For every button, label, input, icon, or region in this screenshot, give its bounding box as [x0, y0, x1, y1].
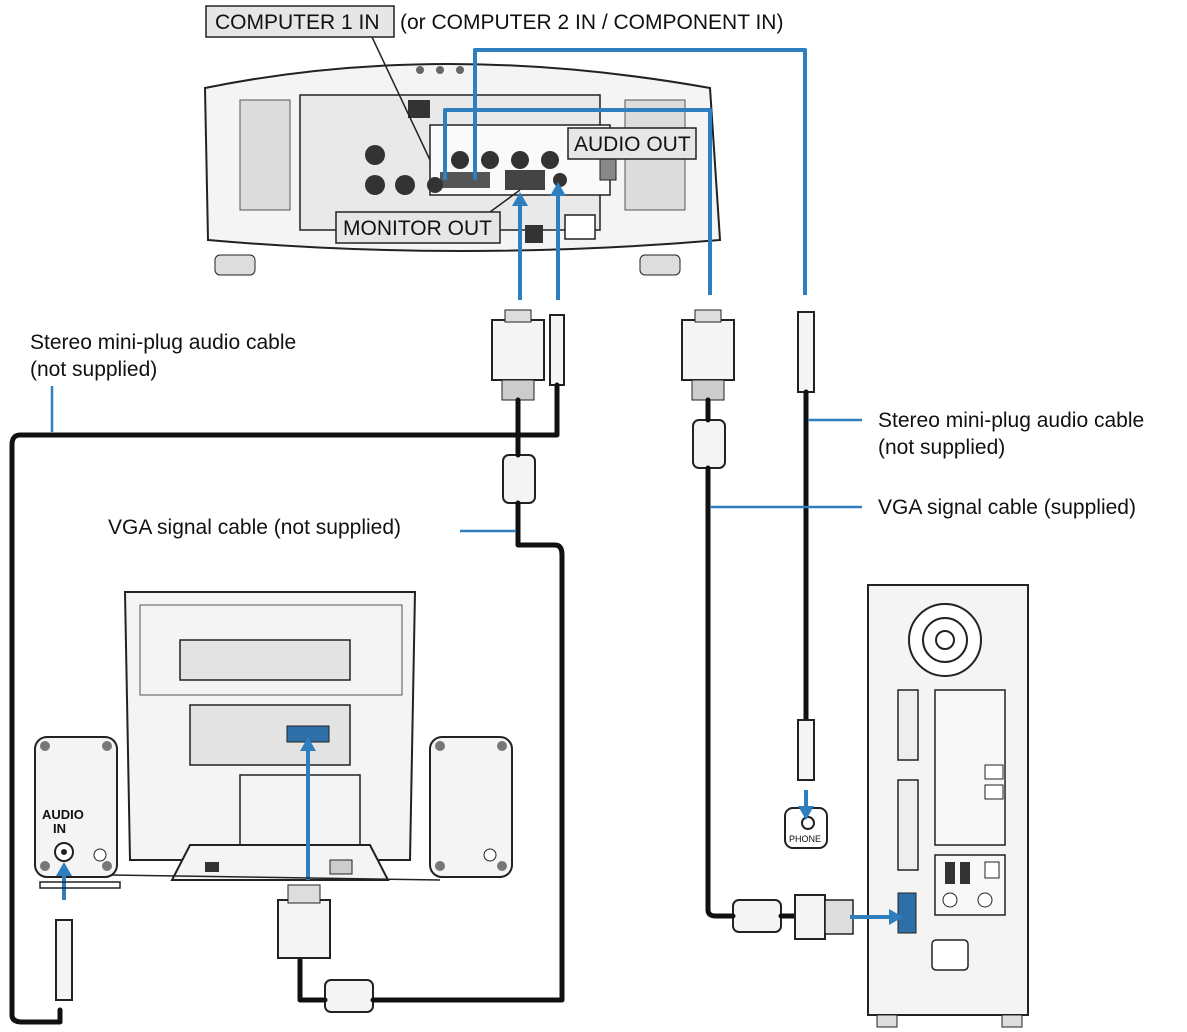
- svg-text:MONITOR OUT: MONITOR OUT: [343, 217, 492, 240]
- stereo-cable-right-label-line2: (not supplied): [878, 436, 1005, 459]
- lan-port: [408, 100, 430, 118]
- vga-plug-monitor: [277, 884, 331, 959]
- power-switch: [525, 225, 543, 243]
- speaker-left: [34, 736, 118, 878]
- computer1-in-alt-label: (or COMPUTER 2 IN / COMPONENT IN): [400, 11, 783, 34]
- computer-in-port: [440, 172, 490, 188]
- rca-jack: [541, 151, 559, 169]
- monitor-out-port: [505, 170, 545, 190]
- fan-grille: [908, 603, 982, 677]
- rca-jack: [451, 151, 469, 169]
- computer1-in-label: COMPUTER 1 IN: [205, 5, 395, 38]
- audio-plug-speaker: [55, 919, 73, 1001]
- audio-out-jack: [553, 173, 567, 187]
- ferrite-core: [692, 419, 726, 469]
- rca-jack: [481, 151, 499, 169]
- audio-plug-projector: [797, 311, 815, 393]
- vga-supplied-label: VGA signal cable (supplied): [878, 496, 1136, 519]
- ferrite-core: [502, 454, 536, 504]
- rca-jack: [511, 151, 529, 169]
- phone-label: PHONE: [789, 834, 821, 844]
- audio-signal-path: [473, 48, 807, 295]
- projector-vent-left: [239, 99, 291, 211]
- audio-in-label: AUDIO: [42, 807, 84, 822]
- pc-power-inlet: [931, 939, 969, 971]
- vga-supplied-signal-path: [443, 108, 712, 295]
- vga-plug-computer: [794, 894, 854, 940]
- computer1-in-pointer: [371, 36, 431, 161]
- ferrite-core: [324, 979, 374, 1013]
- pc-vga-port: [897, 892, 917, 934]
- computer-tower: [867, 584, 1029, 1028]
- monitor: [123, 591, 417, 881]
- vga-cable-supplied: [705, 465, 736, 919]
- monitor-out-label: MONITOR OUT: [335, 211, 501, 244]
- audio-in-label-line2: IN: [53, 821, 66, 836]
- svg-text:AUDIO OUT: AUDIO OUT: [574, 133, 691, 156]
- stereo-cable-left-label-line2: (not supplied): [30, 358, 157, 381]
- vga-cable-not-supplied: [370, 500, 565, 1003]
- stereo-cable-right-label: Stereo mini-plug audio cable: [878, 409, 1144, 432]
- ferrite-core: [732, 899, 782, 933]
- vga-plug-computer-in: [681, 309, 735, 401]
- vga-not-supplied-label: VGA signal cable (not supplied): [108, 516, 401, 539]
- audio-plug-monitor-out: [549, 314, 565, 386]
- speaker-right: [429, 736, 513, 878]
- audio-out-label: AUDIO OUT: [567, 127, 697, 160]
- stereo-cable-left-label: Stereo mini-plug audio cable: [30, 331, 296, 354]
- vga-plug-monitor-out: [491, 309, 545, 401]
- audio-plug-computer: [797, 719, 815, 781]
- power-inlet: [564, 214, 596, 240]
- stereo-audio-cable-left: [9, 382, 560, 1025]
- svg-text:COMPUTER 1 IN: COMPUTER 1 IN: [215, 11, 380, 34]
